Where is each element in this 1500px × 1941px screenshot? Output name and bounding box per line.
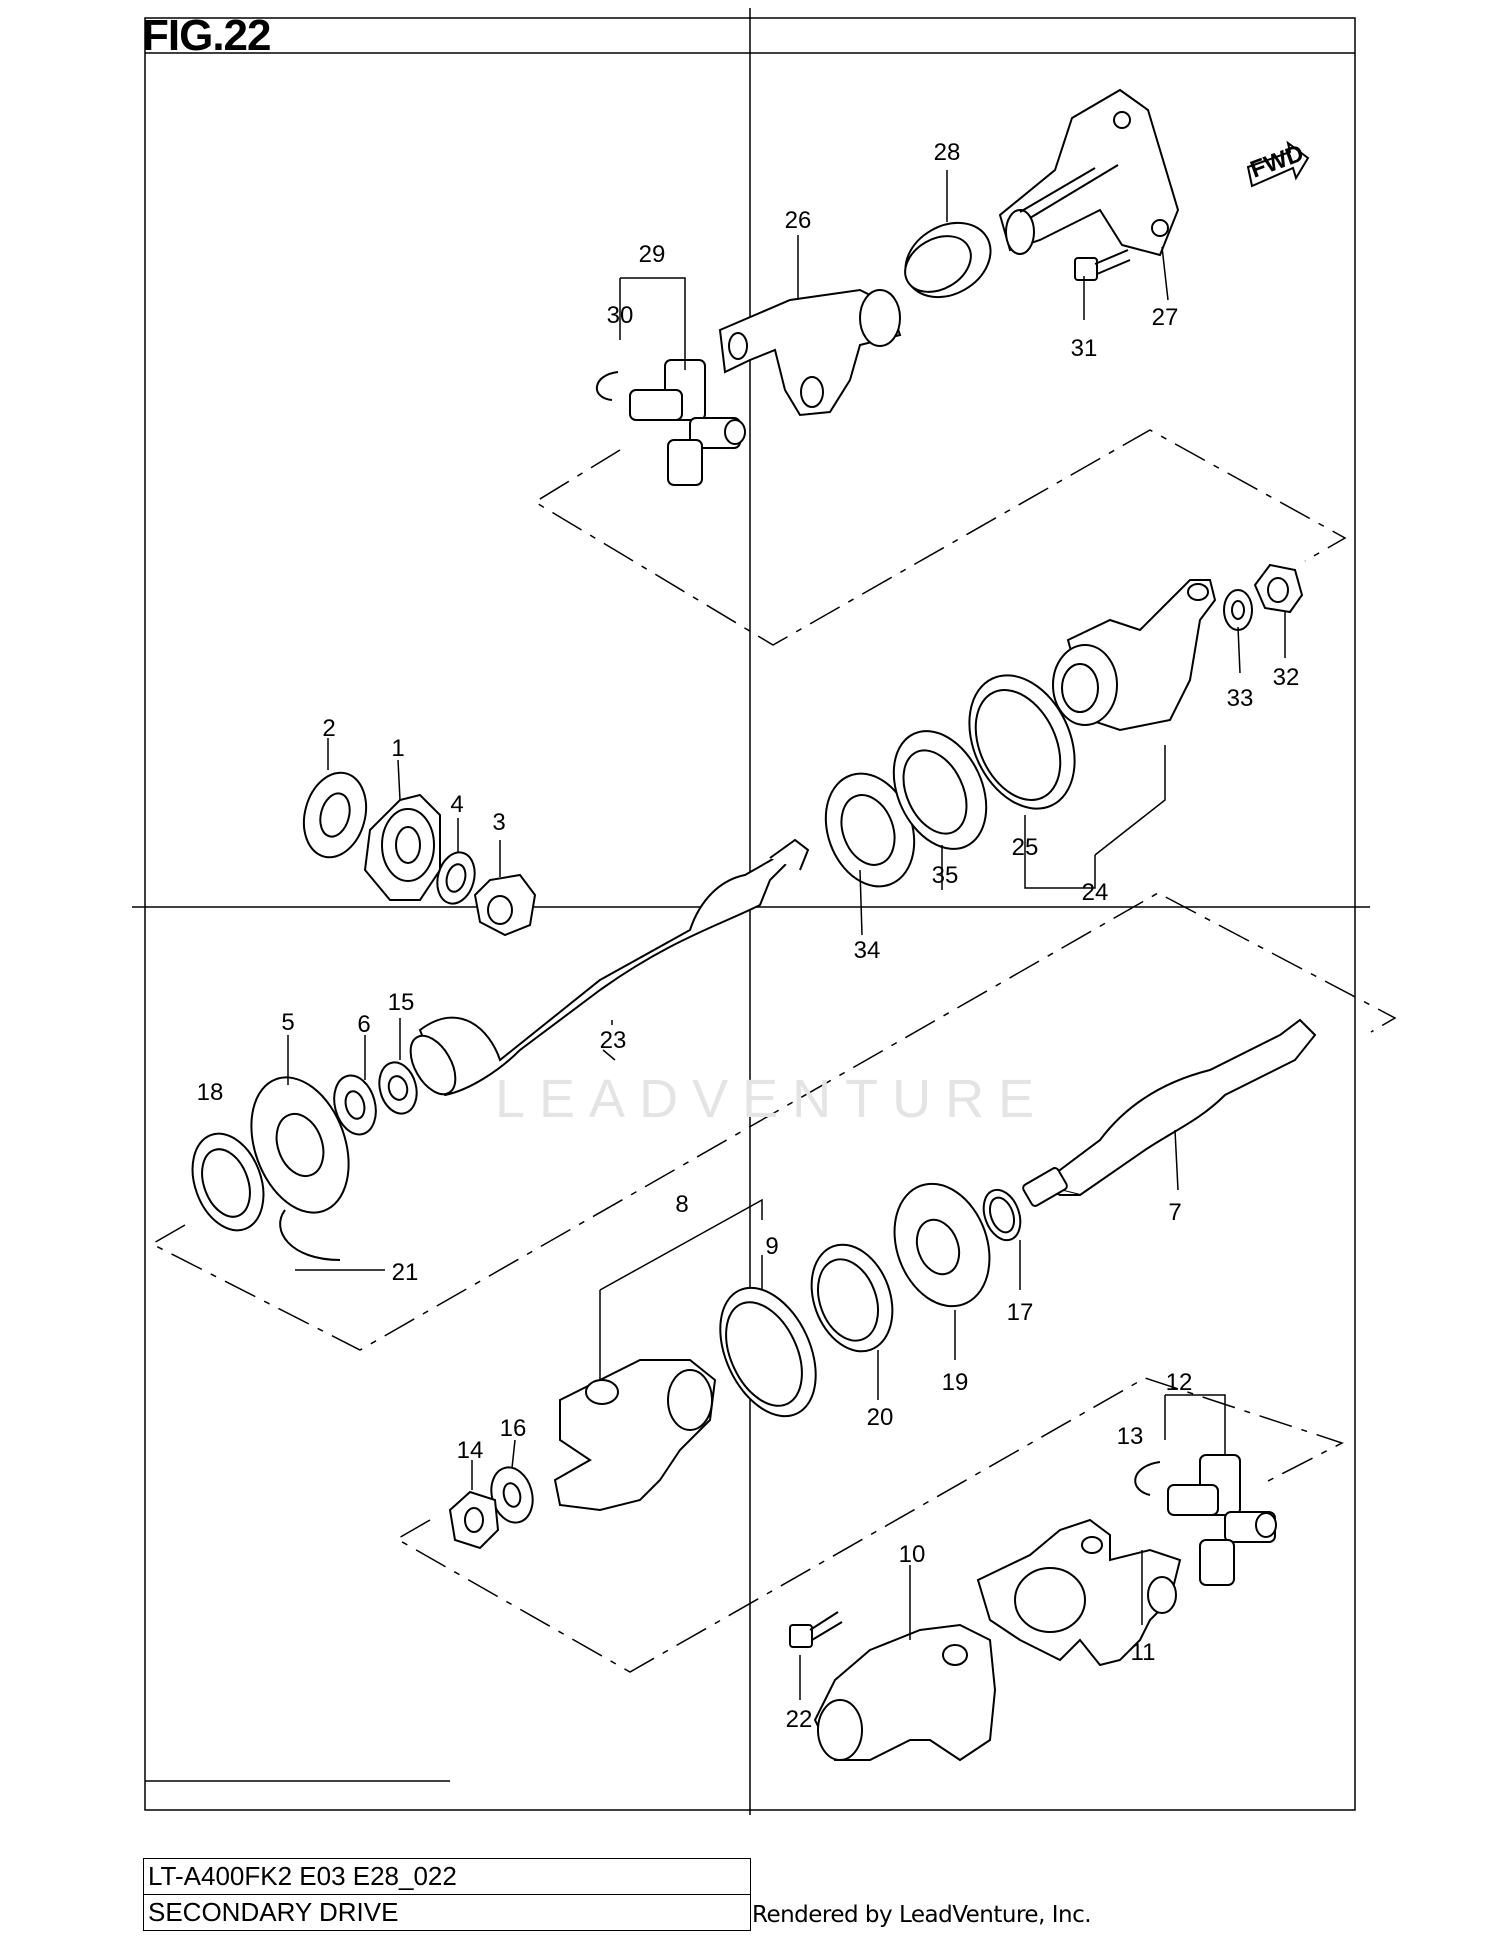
label-part-30: 30: [607, 302, 634, 329]
label-part-31: 31: [1071, 335, 1098, 362]
label-part-10: 10: [899, 1541, 926, 1568]
fwd-label: FWD: [1247, 140, 1308, 184]
label-part-9: 9: [765, 1233, 778, 1260]
part-29-universal-joint-spider: [629, 359, 746, 486]
part-9-boot: [719, 1286, 817, 1418]
part-15-spacer: [378, 1061, 418, 1115]
part-11-flange-yoke: [976, 1518, 1182, 1667]
label-part-15: 15: [388, 989, 415, 1016]
label-part-19: 19: [942, 1369, 969, 1396]
diagram-frame: [132, 8, 1370, 1815]
label-part-34: 34: [854, 937, 881, 964]
part-12-universal-joint-spider: [1167, 1454, 1277, 1586]
part-31-bolt: [1074, 249, 1131, 281]
label-part-25: 25: [1012, 834, 1039, 861]
part-3-nut: [473, 873, 537, 937]
label-part-23: 23: [600, 1027, 627, 1054]
part-5-driven-gear: [250, 1076, 350, 1214]
part-17-washer: [982, 1188, 1022, 1242]
label-part-16: 16: [500, 1415, 527, 1442]
part-4-washer: [436, 851, 476, 905]
label-part-35: 35: [932, 862, 959, 889]
part-19-bearing: [893, 1182, 991, 1308]
leader-lines: [287, 170, 1286, 1700]
render-credit: Rendered by LeadVenture, Inc.: [752, 1902, 1092, 1928]
part-8-yoke-assembly: [553, 1359, 717, 1512]
part-24-yoke-assembly: [1052, 579, 1217, 732]
label-part-26: 26: [785, 207, 812, 234]
model-caption: LT-A400FK2 E03 E28_022: [143, 1858, 751, 1895]
label-part-4: 4: [450, 791, 463, 818]
fwd-arrow-icon: FWD: [1247, 140, 1310, 188]
label-part-6: 6: [357, 1011, 370, 1038]
part-23-propeller-shaft: [409, 838, 810, 1097]
part-13-circlip: [1134, 1461, 1161, 1496]
watermark: LEADVENTURE: [495, 1069, 1049, 1129]
part-number-labels: 2 1 4 3 29 30 26 28 31 27 32 33 25 24 35…: [197, 139, 1300, 1733]
part-34-bearing: [824, 772, 916, 888]
label-part-7: 7: [1168, 1199, 1181, 1226]
part-28-oil-seal: [904, 221, 992, 299]
label-part-8: 8: [675, 1191, 688, 1218]
part-6-washer: [333, 1074, 377, 1136]
part-33-washer: [1223, 589, 1253, 631]
part-2-washer: [302, 771, 368, 859]
label-part-12: 12: [1166, 1369, 1193, 1396]
label-part-1: 1: [391, 735, 404, 762]
part-18-bearing: [191, 1132, 265, 1232]
part-21-circlip: [279, 1209, 341, 1261]
label-part-3: 3: [492, 809, 505, 836]
label-part-21: 21: [392, 1259, 419, 1286]
part-22-bolt: [789, 1611, 843, 1648]
label-part-13: 13: [1117, 1423, 1144, 1450]
part-35-oil-seal: [892, 730, 988, 850]
label-part-17: 17: [1007, 1299, 1034, 1326]
section-caption: SECONDARY DRIVE: [143, 1894, 751, 1931]
part-27-output-shaft: [998, 88, 1180, 257]
part-7-shaft: [1022, 1018, 1317, 1207]
label-part-24: 24: [1082, 879, 1109, 906]
label-part-20: 20: [867, 1404, 894, 1431]
part-32-nut: [1253, 563, 1304, 614]
part-30-circlip: [595, 371, 619, 401]
part-26-yoke: [718, 288, 902, 417]
part-25-boot: [968, 674, 1076, 810]
label-part-14: 14: [457, 1437, 484, 1464]
label-part-2: 2: [322, 715, 335, 742]
label-part-5: 5: [281, 1009, 294, 1036]
group-outlines: [150, 429, 1397, 1673]
part-10-flange: [813, 1623, 997, 1762]
figure-title: FIG.22: [142, 11, 271, 60]
part-1-bevel-gear: [363, 793, 441, 901]
label-part-29: 29: [639, 241, 666, 268]
label-part-11: 11: [1131, 1639, 1156, 1666]
part-14-nut: [448, 1490, 500, 1550]
label-part-33: 33: [1227, 685, 1254, 712]
label-part-32: 32: [1273, 664, 1300, 691]
part-20-oil-seal: [810, 1243, 894, 1353]
label-part-22: 22: [786, 1706, 813, 1733]
label-part-18: 18: [197, 1079, 224, 1106]
label-part-28: 28: [934, 139, 961, 166]
label-part-27: 27: [1152, 304, 1179, 331]
